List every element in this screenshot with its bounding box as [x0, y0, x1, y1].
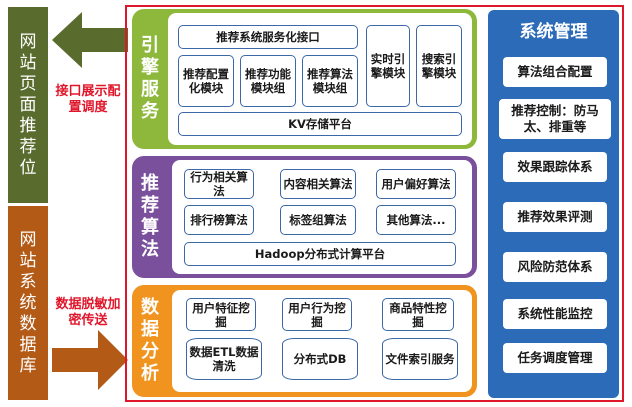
algo-tag: 标签组算法 — [280, 205, 356, 235]
kv-storage-box: KV存储平台 — [178, 112, 462, 136]
engine-section-title-wrap: 引擎服务 — [135, 12, 165, 146]
etl-storage-cylinder: 数据ETL数据清洗 — [186, 338, 262, 380]
algorithm-section-title-wrap: 推荐算法 — [135, 159, 165, 275]
engine-section-title: 引擎服务 — [141, 35, 159, 122]
mgmt-effect-evaluation: 推荐效果评测 — [503, 202, 607, 232]
algo-content: 内容相关算法 — [280, 169, 356, 199]
mining-product-feature: 商品特性挖掘 — [382, 298, 454, 331]
data-desensitize-label: 数据脱敏加密传送 — [55, 297, 121, 328]
mgmt-effect-tracking: 效果跟踪体系 — [503, 152, 607, 182]
algo-ranking: 排行榜算法 — [184, 205, 254, 235]
file-index-cylinder: 文件索引服务 — [382, 338, 458, 380]
website-database-panel: 网站系统数据库 — [8, 206, 48, 400]
mgmt-task-scheduling: 任务调度管理 — [503, 343, 607, 373]
mgmt-algorithm-config: 算法组合配置 — [503, 57, 607, 87]
engine-module-function: 推荐功能模块组 — [240, 55, 296, 107]
website-recommendation-panel: 网站页面推荐位 — [8, 7, 48, 203]
search-engine-box: 搜索引擎模块 — [416, 25, 462, 107]
mgmt-recommend-control: 推荐控制：防马太、排重等 — [499, 99, 611, 139]
system-frame — [125, 5, 624, 402]
analysis-section-title: 数据分析 — [141, 297, 159, 384]
mining-user-feature: 用户特征挖掘 — [186, 298, 256, 331]
algorithm-section-title: 推荐算法 — [141, 173, 159, 260]
engine-module-config: 推荐配置化模块 — [178, 55, 234, 107]
mining-user-behavior: 用户行为挖掘 — [282, 298, 352, 331]
arrow-to-website-icon — [52, 12, 128, 68]
distributed-db-cylinder: 分布式DB — [282, 338, 358, 380]
analysis-section-title-wrap: 数据分析 — [135, 288, 165, 394]
website-database-label: 网站系统数据库 — [19, 229, 37, 376]
engine-module-algorithm: 推荐算法模块组 — [302, 55, 358, 107]
arrow-to-analysis-icon — [52, 330, 128, 390]
website-recommendation-label: 网站页面推荐位 — [19, 31, 37, 178]
algo-preference: 用户偏好算法 — [376, 169, 456, 199]
interface-config-label: 接口展示配置调度 — [55, 84, 121, 115]
mgmt-risk-prevention: 风险防范体系 — [503, 252, 607, 282]
realtime-engine-box: 实时引擎模块 — [366, 25, 410, 107]
mgmt-performance-monitor: 系统性能监控 — [503, 299, 607, 329]
management-title: 系统管理 — [519, 22, 588, 42]
algo-behavior: 行为相关算法 — [184, 169, 254, 199]
service-interface-box: 推荐系统服务化接口 — [178, 25, 358, 49]
algo-other: 其他算法... — [376, 205, 456, 235]
hadoop-platform-box: Hadoop分布式计算平台 — [184, 242, 456, 266]
